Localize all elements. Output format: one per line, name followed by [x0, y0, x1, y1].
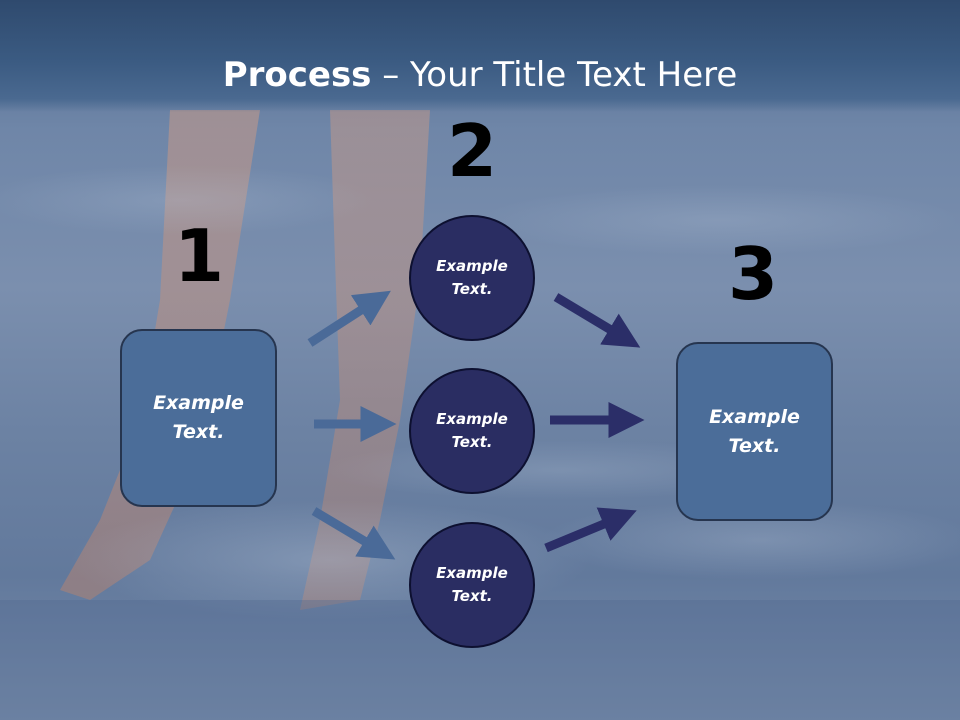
step-number-3: 3 — [727, 232, 779, 316]
right-box: Example Text. — [676, 342, 833, 521]
foam-patch — [0, 165, 380, 235]
circle-middle: Example Text. — [409, 368, 535, 494]
circle-middle-text: Example Text. — [436, 410, 508, 451]
circle-bottom: Example Text. — [409, 522, 535, 648]
right-box-text: Example Text. — [709, 405, 800, 457]
arrow-left-to-top — [307, 290, 391, 347]
title-rest: – Your Title Text Here — [371, 55, 738, 95]
circle-top: Example Text. — [409, 215, 535, 341]
left-box: Example Text. — [120, 329, 277, 507]
step-number-1: 1 — [173, 214, 225, 298]
arrow-left-to-bottom — [311, 507, 396, 560]
header-band — [0, 0, 960, 112]
step-number-2: 2 — [446, 109, 498, 193]
circle-top-text: Example Text. — [436, 257, 508, 298]
foam-patch — [480, 185, 960, 255]
title-bold: Process — [222, 55, 372, 95]
slide-title: Process – Your Title Text Here — [0, 52, 960, 98]
foam-patch — [540, 500, 960, 580]
arrow-top-to-right — [553, 293, 641, 348]
leg-right-shape — [300, 110, 430, 610]
circle-bottom-text: Example Text. — [436, 564, 508, 605]
left-box-text: Example Text. — [153, 392, 244, 443]
arrow-bottom-to-right — [544, 507, 637, 553]
